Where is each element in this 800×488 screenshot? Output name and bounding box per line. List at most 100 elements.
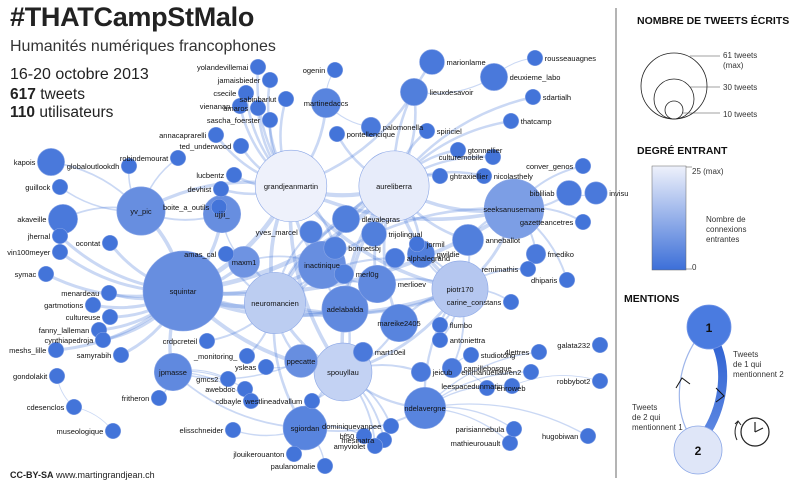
node-label: samyrabih <box>77 351 112 360</box>
node-label: leespacedunmatin <box>441 382 502 391</box>
node-label: remimathis <box>482 265 519 274</box>
legend-m1-line1: Tweets <box>733 350 758 359</box>
node-label: ted_underwood <box>180 142 232 151</box>
node-label: gtonnellier <box>468 146 503 155</box>
node-label: deuxieme_labo <box>510 73 561 82</box>
node-boite_a_outils <box>210 198 228 216</box>
node-symac <box>37 265 55 283</box>
node-menardeau <box>100 284 118 302</box>
node-deuxieme_labo <box>480 63 508 91</box>
node-label: csecile <box>213 89 236 98</box>
node-pontellencique <box>328 125 346 143</box>
node-label: spouyllau <box>327 368 359 377</box>
node-4lettres <box>530 343 548 361</box>
node-label: studiotong <box>481 351 516 360</box>
legend-degree-title: DEGRÉ ENTRANT <box>637 144 728 157</box>
node-yves_marcel <box>299 220 323 244</box>
node-dlevalegras <box>332 205 360 233</box>
license: CC-BY-SA <box>10 470 54 480</box>
legend-size-title: NOMBRE DE TWEETS ÉCRITS <box>637 14 789 27</box>
node-label: ghtraxiellier <box>450 172 489 181</box>
legend-node-2 <box>673 425 723 475</box>
node-cultureuse <box>101 308 119 326</box>
node-label: jpmasse <box>158 368 187 377</box>
node-spiriciel <box>418 122 436 140</box>
node-gtonnellier <box>449 141 467 159</box>
node-label: vin100meyer <box>7 248 50 257</box>
node-label: seeksanusername <box>483 205 544 214</box>
node-label: yv_pic <box>130 207 152 216</box>
node-_monitoring <box>238 347 256 365</box>
node-nicolasthely <box>475 167 493 185</box>
node-neuromancien <box>244 272 306 334</box>
node-label: pontellencique <box>347 130 395 139</box>
node-label: adelabalda <box>327 305 365 314</box>
mention-arrow-2-to-1 <box>678 339 697 437</box>
node-guillock <box>51 178 69 196</box>
node-jhernal <box>51 227 69 245</box>
node-label: sdartialh <box>543 93 571 102</box>
node-label: menardeau <box>61 289 99 298</box>
node-elisschneider <box>224 421 242 439</box>
node-remimathis <box>519 260 537 278</box>
node-aureliberra <box>358 150 430 222</box>
node-robindemourat <box>169 149 187 167</box>
node-ted_underwood <box>232 137 250 155</box>
legend-mentions-title: MENTIONS <box>624 293 679 305</box>
node-label: gazetteancetres <box>520 218 574 227</box>
node-bonnetsbj <box>323 236 347 260</box>
node-label: merlioev <box>398 280 427 289</box>
node-samyrabih <box>112 346 130 364</box>
node-flumbo <box>431 316 449 334</box>
node-label: fritheron <box>122 394 150 403</box>
node-jlouikerouanton <box>285 445 303 463</box>
node-label: camillebosque <box>464 364 512 373</box>
node-label: robbybot2 <box>557 377 590 386</box>
legend-degree-desc-3: entrantes <box>706 235 739 244</box>
node-label: jormil <box>426 240 445 249</box>
node-label: crdpcreteil <box>163 337 198 346</box>
node-label: devhist <box>187 185 212 194</box>
node-label: thatcamp <box>521 117 552 126</box>
node-bibliliab <box>556 180 582 206</box>
node-label: awebdoc <box>205 385 235 394</box>
node-bf50 <box>355 427 373 445</box>
node-annacaprarelli <box>207 126 225 144</box>
node-cdbayle <box>242 392 260 410</box>
node-piotr170 <box>431 260 489 318</box>
node-label: martinedaccs <box>304 99 349 108</box>
node-martin2 <box>352 341 373 362</box>
mention-arrow-head-left <box>675 377 691 389</box>
node-lucbentz <box>225 166 243 184</box>
node-label: neuromancien <box>251 299 299 308</box>
node-label: ujjii_ <box>214 210 230 219</box>
node-label: lieuxdesavoir <box>430 88 474 97</box>
node-label: carine_constans <box>447 298 502 307</box>
node-ndelavergne <box>403 386 447 430</box>
node-label: jamaisbieder <box>217 76 261 85</box>
legend-size-30-label: 30 tweets <box>723 83 757 92</box>
node-label: yolandevillemai <box>197 63 249 72</box>
node-label: marionlame <box>446 58 485 67</box>
node-label: _monitoring_ <box>193 352 238 361</box>
node-label: annacaprarelli <box>159 131 206 140</box>
node-carine_constans <box>502 293 520 311</box>
node-grandjeanmartin <box>254 149 328 223</box>
node-label: ogenin <box>303 66 326 75</box>
node-cynthiapedroja <box>94 331 112 349</box>
legend-node-2-label: 2 <box>695 444 702 458</box>
node-rousseauagnes <box>526 49 544 67</box>
node-label: amaros <box>223 104 248 113</box>
node-jpmasse <box>153 352 193 392</box>
node-label: rousseauagnes <box>545 54 597 63</box>
legend-m2-line3: mentionnent 1 <box>632 423 683 432</box>
node-sabinbarlut <box>277 90 295 108</box>
node-ysleas <box>257 358 275 376</box>
node-label: bibliliab <box>529 189 554 198</box>
node-vin100meyer <box>51 243 69 261</box>
node-label: gondolakit <box>13 372 48 381</box>
node-label: alphalegrand <box>407 254 450 263</box>
node-label: robindemourat <box>120 154 169 163</box>
